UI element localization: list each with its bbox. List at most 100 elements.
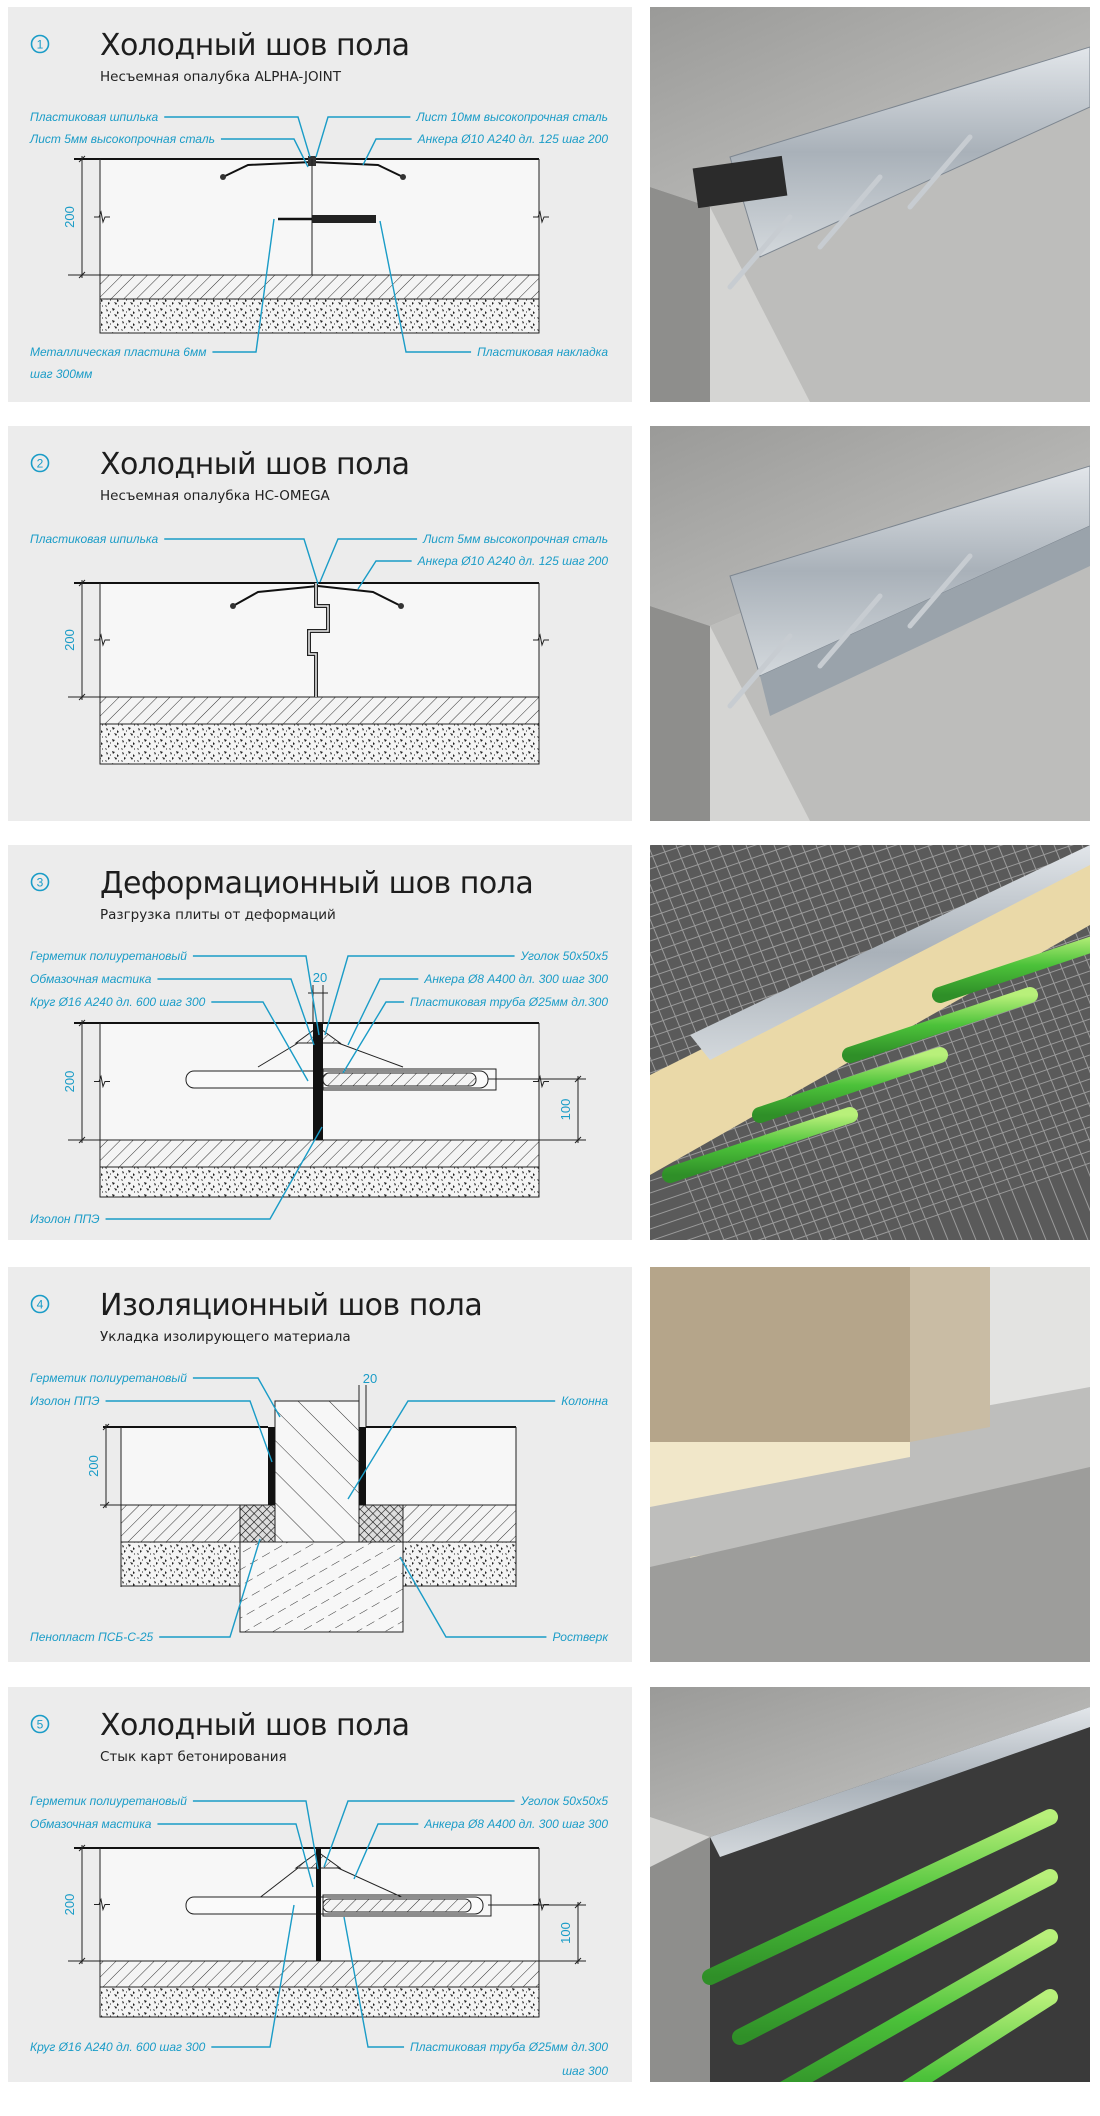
callout-label: шаг 300 xyxy=(562,2064,608,2078)
base-layer xyxy=(99,1139,540,1168)
callout-leader xyxy=(315,116,411,158)
dimension: 100 xyxy=(558,1075,582,1144)
callout-leader xyxy=(105,1126,323,1220)
callout-label: Анкера Ø10 А240 дл. 125 шаг 200 xyxy=(417,132,609,146)
callout-leader xyxy=(105,1400,273,1463)
joint-filler xyxy=(313,1023,323,1140)
callout-label: Ростверк xyxy=(552,1630,609,1644)
callout-leader xyxy=(211,1904,295,2048)
dowel-tube xyxy=(662,1107,858,1183)
joint-photo-3 xyxy=(650,845,1090,1240)
dimension-value: 200 xyxy=(62,206,77,228)
callout-label: Уголок 50x50x5 xyxy=(520,949,609,963)
callout-label: Герметик полиуретановый xyxy=(30,1371,187,1385)
column xyxy=(650,1267,910,1442)
panel-subtitle: Несъемная опалубка HC-OMEGA xyxy=(100,488,331,504)
callout-label: Обмазочная мастика xyxy=(30,972,152,986)
anchor xyxy=(907,553,973,629)
base-layer xyxy=(99,274,540,300)
panel-title: Деформационный шов пола xyxy=(100,866,533,901)
callout-leader xyxy=(157,1823,314,1888)
isolon-strip xyxy=(268,1427,275,1505)
joint-render xyxy=(650,7,1090,402)
steel-profile xyxy=(729,46,1090,258)
joint-photo-4 xyxy=(650,1267,1090,1662)
panel-subtitle: Разгрузка плиты от деформаций xyxy=(100,907,336,923)
dowel-tube xyxy=(702,1809,1058,1985)
callout-leader xyxy=(357,560,412,590)
concrete-slab xyxy=(650,1687,1090,1837)
callout-leader xyxy=(192,1800,319,1870)
gravel-layer xyxy=(99,298,540,334)
callout-label: Пластиковая накладка xyxy=(477,345,608,359)
panel-title: Холодный шов пола xyxy=(100,1708,410,1743)
step-number-badge: 1 xyxy=(30,34,50,54)
step-number: 1 xyxy=(37,38,44,52)
dowel-tube xyxy=(842,987,1038,1063)
callout-label: Герметик полиуретановый xyxy=(30,1794,187,1808)
anchor xyxy=(817,593,883,669)
column xyxy=(274,1400,360,1543)
gravel-layer xyxy=(99,723,540,765)
callout-label: Лист 10мм высокопрочная сталь xyxy=(415,110,608,124)
callout-leader xyxy=(347,1400,556,1500)
panel-title: Холодный шов пола xyxy=(100,28,410,63)
step-number-badge: 2 xyxy=(30,453,50,473)
callout-label: Круг Ø16 А240 дл. 600 шаг 300 xyxy=(30,2040,206,2054)
callout-label: Пластиковая шпилька xyxy=(30,110,159,124)
gravel-layer xyxy=(99,1986,540,2018)
callout-leader xyxy=(159,1538,261,1638)
callout-label: Изолон ППЭ xyxy=(30,1394,100,1408)
base-layer xyxy=(99,696,540,725)
callout-leader xyxy=(220,138,309,168)
anchors xyxy=(257,1042,404,1068)
callout-label: Герметик полиуретановый xyxy=(30,949,187,963)
callout-label: Пластиковая труба Ø25мм дл.300 xyxy=(410,995,608,1009)
callout-leader xyxy=(379,220,472,353)
dowel-tube xyxy=(732,1869,1058,2045)
dimension: 200 xyxy=(62,1019,86,1144)
callout-leader xyxy=(353,1823,419,1880)
callout-label: Металлическая пластина 6мм xyxy=(30,345,206,359)
callout-leader xyxy=(347,978,419,1046)
joint-render xyxy=(650,1687,1090,2082)
joint-photo-2 xyxy=(650,426,1090,821)
gravel-layer xyxy=(99,1166,540,1198)
callout-leader xyxy=(192,1377,281,1418)
callout-label: Пластиковая шпилька xyxy=(30,532,159,546)
step-number-badge: 3 xyxy=(30,872,50,892)
base-layer xyxy=(99,1960,540,1988)
step-number: 2 xyxy=(37,457,44,471)
step-number: 4 xyxy=(37,1298,44,1312)
callout-leader xyxy=(192,955,320,1036)
plastic-tube xyxy=(322,1072,477,1087)
dowel-tube xyxy=(780,1929,1058,2082)
callout-leader xyxy=(324,955,515,1036)
dimension-value: 20 xyxy=(363,1371,377,1386)
dowel-tube xyxy=(752,1047,948,1123)
callout-leader xyxy=(212,218,275,353)
step-number-badge: 4 xyxy=(30,1294,50,1314)
callout-leader xyxy=(343,1916,405,2048)
callout-label: Лист 5мм высокопрочная сталь xyxy=(29,132,215,146)
callout-label: Колонна xyxy=(561,1394,608,1408)
dimension: 200 xyxy=(62,1844,86,1965)
callout-label: Обмазочная мастика xyxy=(30,1817,152,1831)
plastic-overlay xyxy=(312,215,376,223)
callout-leader xyxy=(362,138,412,166)
callout-label: Анкера Ø10 А240 дл. 125 шаг 200 xyxy=(417,554,609,568)
dimension: 200 xyxy=(86,1423,110,1509)
callout-leader xyxy=(319,538,418,583)
anchor xyxy=(817,174,883,250)
foam-strip xyxy=(650,855,1090,1175)
panel-subtitle: Укладка изолирующего материала xyxy=(100,1329,351,1345)
foam-insulation xyxy=(239,1504,276,1543)
steel-angle xyxy=(690,845,1090,1060)
dimension: 100 xyxy=(558,1901,582,1965)
steel-angle xyxy=(710,1707,1090,1857)
